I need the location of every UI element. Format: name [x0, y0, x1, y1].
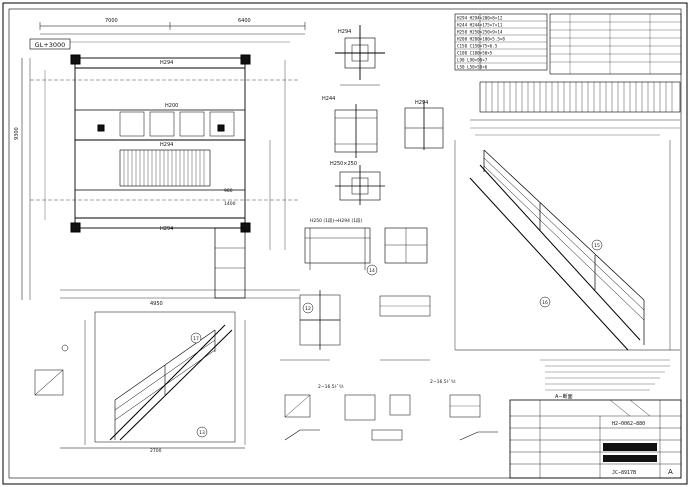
- mark-13: 13: [199, 430, 205, 436]
- label-drill-a: 2−16.5ﾄﾞﾘﾙ: [318, 383, 344, 390]
- connection-details: [304, 25, 444, 270]
- section-label-h244: H244: [322, 96, 335, 102]
- section-a-label: A−断面: [555, 393, 573, 400]
- member-row-6: C100 C100×50×5: [457, 51, 493, 56]
- member-row-4: H200 H200×100×5.5×8: [457, 37, 505, 42]
- member-row-2: H244 H244×175×7×11: [457, 23, 503, 28]
- mark-14: 14: [369, 268, 375, 274]
- sheet-inner-border: [8, 8, 682, 479]
- sheet-number: JC−8917B: [612, 470, 636, 476]
- dim-bottom: 4950: [150, 301, 163, 307]
- beam-label-top: H294: [160, 60, 173, 66]
- mark-15: 15: [594, 243, 600, 249]
- revision-mark: A: [668, 468, 673, 476]
- member-row-8: L50 L50×50×6: [457, 65, 488, 70]
- dim-bottom-mid: 2700: [150, 448, 162, 454]
- redacted-title: [603, 443, 657, 451]
- section-note-mid: H250 (1段)→H294 (1段): [310, 217, 363, 224]
- dim-top-left: 7000: [105, 18, 118, 24]
- mark-12: 12: [305, 306, 311, 312]
- redacted-company: [603, 455, 657, 462]
- section-label-h294-right: H294: [415, 100, 428, 106]
- member-row-5: C150 C150×75×6.5: [457, 44, 498, 49]
- stair-elevation-right: [454, 134, 680, 351]
- label-drill-b: 2−16.5ﾄﾞﾘﾙ: [430, 378, 456, 385]
- mark-17: 17: [193, 336, 199, 342]
- level-label: GL+3000: [35, 41, 66, 49]
- notes-block: [540, 359, 670, 391]
- title-block: [509, 399, 682, 479]
- bottom-details: [280, 290, 498, 441]
- dim-right-1: 980: [224, 188, 233, 194]
- stair-elevation-left: [34, 311, 246, 449]
- member-row-1: H294 H294×200×8×12: [457, 16, 503, 21]
- plan-view: [21, 22, 306, 300]
- dim-right-2: 1400: [224, 201, 236, 207]
- parts-list-grid: [549, 13, 682, 75]
- member-row-3: H250 H250×250×9×14: [457, 30, 503, 35]
- beam-label-mid2: H294: [160, 142, 173, 148]
- grating-elevation: [470, 81, 681, 129]
- dim-top-right: 6400: [238, 18, 251, 24]
- beam-label-bottom: H294: [160, 226, 173, 232]
- section-label-h294: H294: [338, 29, 351, 35]
- dim-left-total: 9300: [14, 127, 20, 140]
- beam-label-mid: H200: [165, 103, 178, 109]
- drawing-number: H2−0062−880: [612, 421, 645, 427]
- mark-circles: 15 16 17 12 14 13: [190, 239, 603, 438]
- member-table: H294 H294×200×8×12 H244 H244×175×7×11 H2…: [454, 13, 548, 71]
- level-box: [29, 38, 71, 50]
- mark-16: 16: [542, 300, 548, 306]
- section-label-h250: H250×250: [330, 161, 357, 167]
- member-row-7: L90 L90×90×7: [457, 58, 488, 63]
